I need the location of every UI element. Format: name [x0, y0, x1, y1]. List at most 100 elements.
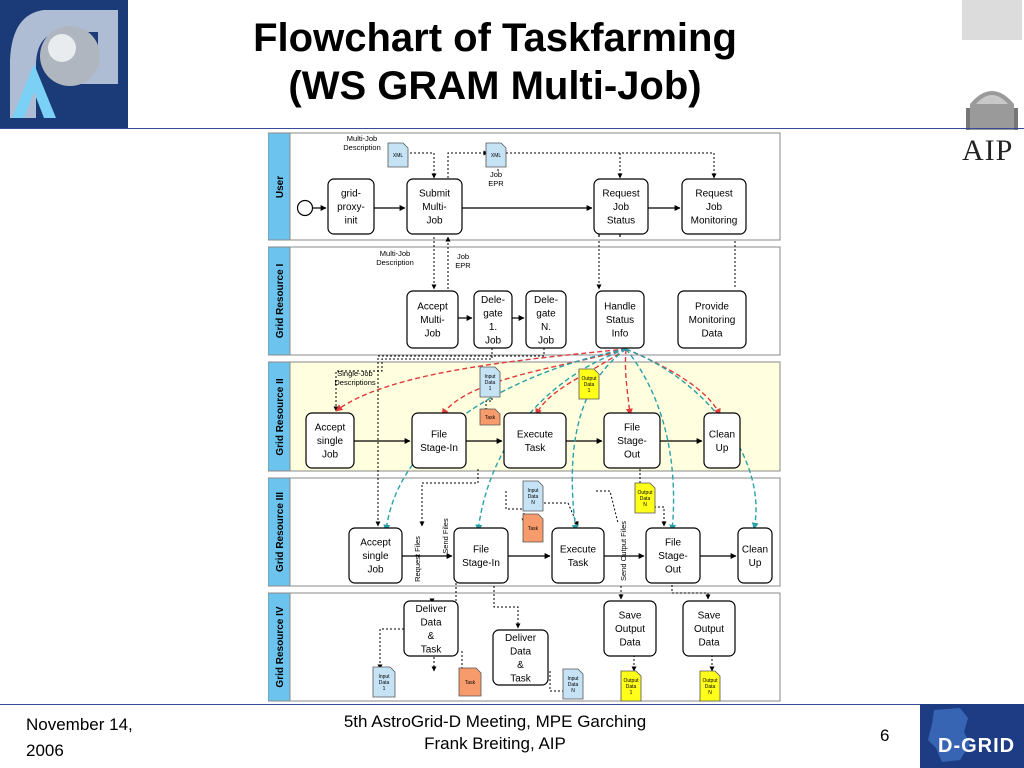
- box-save-output-data-2-frame: [682, 600, 736, 657]
- doc-output-data-1-gr2-sheet: [578, 368, 600, 400]
- doc-input-data-n-gr4-label-line-1: Input: [567, 676, 579, 682]
- box-file-stage-out-gr3-label-line-1: File: [665, 538, 682, 549]
- title-line-2: (WS GRAM Multi-Job): [288, 64, 702, 108]
- box-provide-monitoring-data-label-line-2: Monitoring: [689, 315, 736, 326]
- dgrid-logo-text: D-GRID: [938, 735, 1016, 757]
- doc-xml-job-epr-label-line-1: XML: [491, 153, 502, 159]
- doc-xml-job-epr: XML: [485, 142, 507, 168]
- doc-output-data-1-gr2-label-line-3: 1: [588, 388, 591, 394]
- label-send-files: Send Files: [441, 518, 450, 554]
- box-file-stage-out-gr2-label-line-1: File: [624, 423, 641, 434]
- dgrid-logo: D-GRID: [920, 704, 1024, 768]
- doc-input-data-1-gr2-label-line-2: Data: [485, 380, 496, 386]
- doc-task-gr3-label-line-1: Task: [528, 526, 539, 532]
- doc-input-data-1-gr4-label-line-2: Data: [379, 680, 390, 686]
- doc-task-gr4-sheet: [458, 667, 482, 697]
- doc-output-data-1-gr2-label-line-1: Output: [581, 376, 597, 382]
- box-execute-task-gr2-label-line-1: Execute: [517, 429, 554, 440]
- header-rule: [0, 128, 1024, 129]
- doc-output-data-n-gr4-label-line-1: Output: [702, 678, 718, 684]
- box-execute-task-gr2-label-line-2: Task: [525, 443, 547, 454]
- box-delegate-1-job-label-line-3: 1.: [489, 322, 497, 333]
- box-file-stage-in-gr2-label-line-1: File: [431, 429, 448, 440]
- doc-input-data-n-gr3-label-line-2: Data: [528, 494, 539, 500]
- box-accept-single-job-gr2-label-line-2: single: [317, 436, 344, 447]
- box-file-stage-in-gr2-frame: [411, 412, 467, 469]
- doc-task-gr2-label-line-1: Task: [485, 415, 496, 421]
- box-deliver-data-task-2-label-line-4: Task: [510, 673, 532, 684]
- box-clean-up-gr2-label-line-2: Up: [716, 443, 729, 454]
- doc-task-gr3: Task: [522, 513, 544, 543]
- doc-task-gr2: Task: [479, 408, 501, 426]
- footer-event-line-2: Frank Breiting, AIP: [424, 734, 566, 753]
- box-delegate-1-job-label-line-2: gate: [483, 308, 503, 319]
- box-submit-multi-job-label-line-3: Job: [426, 216, 443, 227]
- box-save-output-data-1-label-line-1: Save: [619, 611, 642, 622]
- box-deliver-data-task-1-label-line-3: &: [428, 631, 435, 642]
- aip-logo-text: AIP: [962, 134, 1014, 167]
- doc-output-data-n-gr3-label-line-3: N: [643, 502, 647, 508]
- flow-connectors: [313, 205, 737, 559]
- box-execute-task-gr2-frame: [503, 412, 567, 469]
- title-line-1: Flowchart of Taskfarming: [253, 16, 737, 60]
- footer-event-line-1: 5th AstroGrid-D Meeting, MPE Garching: [343, 712, 647, 731]
- doc-output-data-1-gr2-label-line-2: Data: [584, 382, 595, 388]
- box-delegate-n-job-label-line-2: gate: [536, 308, 556, 319]
- doc-output-data-n-gr4-sheet: [699, 670, 721, 702]
- lane-label-gr1: Grid Resource I: [275, 264, 286, 339]
- doc-input-data-n-gr4-sheet: [562, 668, 584, 700]
- box-execute-task-gr3-label-line-1: Execute: [560, 544, 597, 555]
- box-accept-multi-job-label-line-2: Multi-: [420, 315, 444, 326]
- box-grid-proxy-init-label-line-3: init: [345, 216, 358, 227]
- doc-output-data-n-gr3-sheet: [634, 482, 656, 514]
- box-request-job-monitoring-frame: [681, 178, 747, 235]
- box-handle-status-info-label-line-3: Info: [612, 329, 629, 340]
- box-handle-status-info-label-line-1: Handle: [604, 302, 636, 313]
- doc-task-gr3-sheet: [522, 513, 544, 543]
- doc-output-data-n-gr4-label-line-2: Data: [705, 684, 716, 690]
- box-file-stage-out-gr2-label-line-3: Out: [624, 450, 640, 461]
- box-deliver-data-task-2-label-line-3: &: [517, 660, 524, 671]
- box-delegate-1-job-label-line-1: Dele-: [481, 295, 505, 306]
- doc-output-data-1-gr4-label-line-3: 1: [630, 690, 633, 696]
- doc-input-data-1-gr4-label-line-1: Input: [378, 674, 390, 680]
- doc-output-data-n-gr4-label-line-3: N: [708, 690, 712, 696]
- box-accept-multi-job-label-line-1: Accept: [417, 302, 448, 313]
- box-deliver-data-task-1-label-line-2: Data: [420, 617, 442, 628]
- box-execute-task-gr3-frame: [551, 527, 605, 584]
- doc-xml-multi-job-sheet: [387, 142, 409, 168]
- label-request-files: Request Files: [413, 536, 422, 582]
- box-clean-up-gr2-frame: [703, 412, 741, 469]
- box-accept-multi-job-label-line-3: Job: [424, 329, 441, 340]
- status-report-lines: [335, 348, 759, 532]
- doc-input-data-1-gr2-label-line-1: Input: [484, 374, 496, 380]
- box-delegate-n-job-frame: [525, 290, 567, 349]
- box-delegate-n-job-label-line-3: N.: [541, 322, 551, 333]
- lane-label-user: User: [275, 176, 286, 198]
- doc-xml-multi-job-label-line-1: XML: [393, 153, 404, 159]
- lane-label-gr4: Grid Resource IV: [275, 606, 286, 687]
- box-save-output-data-2-label-line-1: Save: [698, 611, 721, 622]
